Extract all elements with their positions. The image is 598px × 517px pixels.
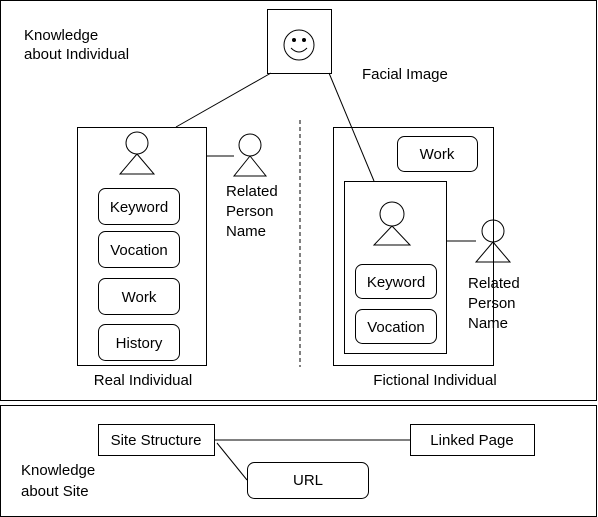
real-keyword-box bbox=[98, 188, 180, 225]
connector-face-real bbox=[175, 72, 272, 128]
linked-page-box bbox=[410, 424, 535, 456]
real-work-label: Work bbox=[122, 289, 157, 306]
fictional-individual-box bbox=[333, 127, 494, 366]
fictional-keyword-label: Keyword bbox=[367, 274, 425, 291]
fictional-related-label-line2: Person bbox=[468, 295, 516, 312]
fictional-work-label: Work bbox=[420, 146, 455, 163]
real-work-box bbox=[98, 278, 180, 315]
real-history-box bbox=[98, 324, 180, 361]
fictional-related-label-line1: Related bbox=[468, 275, 520, 292]
individual-panel-label-line2: about Individual bbox=[24, 46, 129, 63]
url-box bbox=[247, 462, 369, 499]
site-knowledge-panel bbox=[0, 405, 597, 517]
fictional-related-label-line3: Name bbox=[468, 315, 508, 332]
fictional-vocation-box bbox=[355, 309, 437, 344]
real-related-label-line3: Name bbox=[226, 223, 266, 240]
real-individual-box bbox=[77, 127, 207, 366]
real-related-label-line1: Related bbox=[226, 183, 278, 200]
fictional-inner-box bbox=[344, 181, 447, 354]
individual-panel-label-line1: Knowledge bbox=[24, 27, 98, 44]
url-label: URL bbox=[293, 472, 323, 489]
facial-image-label: Facial Image bbox=[362, 66, 448, 83]
fictional-keyword-box bbox=[355, 264, 437, 299]
fictional-related-person-icon bbox=[474, 219, 512, 263]
fictional-work-box bbox=[397, 136, 478, 172]
real-person-icon bbox=[118, 131, 156, 175]
site-structure-box bbox=[98, 424, 215, 456]
real-related-person-icon bbox=[232, 133, 268, 177]
real-vocation-label: Vocation bbox=[110, 242, 168, 259]
real-vocation-box bbox=[98, 231, 180, 268]
fictional-individual-label: Fictional Individual bbox=[373, 372, 496, 389]
fictional-person-icon bbox=[372, 201, 412, 246]
site-structure-label: Site Structure bbox=[111, 432, 202, 449]
facial-image-box bbox=[267, 9, 332, 74]
site-panel-label-line1: Knowledge bbox=[21, 462, 95, 479]
real-related-label-line2: Person bbox=[226, 203, 274, 220]
real-individual-label: Real Individual bbox=[94, 372, 192, 389]
real-keyword-label: Keyword bbox=[110, 199, 168, 216]
site-panel-label-line2: about Site bbox=[21, 483, 89, 500]
smiley-face-icon bbox=[283, 29, 315, 61]
individual-knowledge-panel bbox=[0, 0, 597, 401]
linked-page-label: Linked Page bbox=[430, 432, 513, 449]
connector-structure-url bbox=[216, 442, 248, 481]
real-history-label: History bbox=[116, 335, 163, 352]
fictional-vocation-label: Vocation bbox=[367, 319, 425, 336]
